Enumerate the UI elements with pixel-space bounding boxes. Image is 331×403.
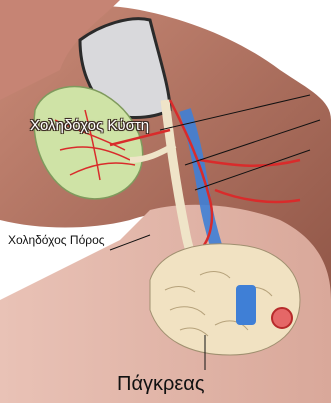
- pancreas: [150, 244, 300, 355]
- pancreas-artery-section: [272, 308, 292, 328]
- gallbladder-label: Χοληδόχος Κύστη: [30, 118, 149, 133]
- pancreas-label: Πάγκρεας: [117, 374, 205, 394]
- pancreas-vein-segment: [236, 285, 256, 325]
- bile-duct-label: Χοληδόχος Πόρος: [8, 234, 105, 246]
